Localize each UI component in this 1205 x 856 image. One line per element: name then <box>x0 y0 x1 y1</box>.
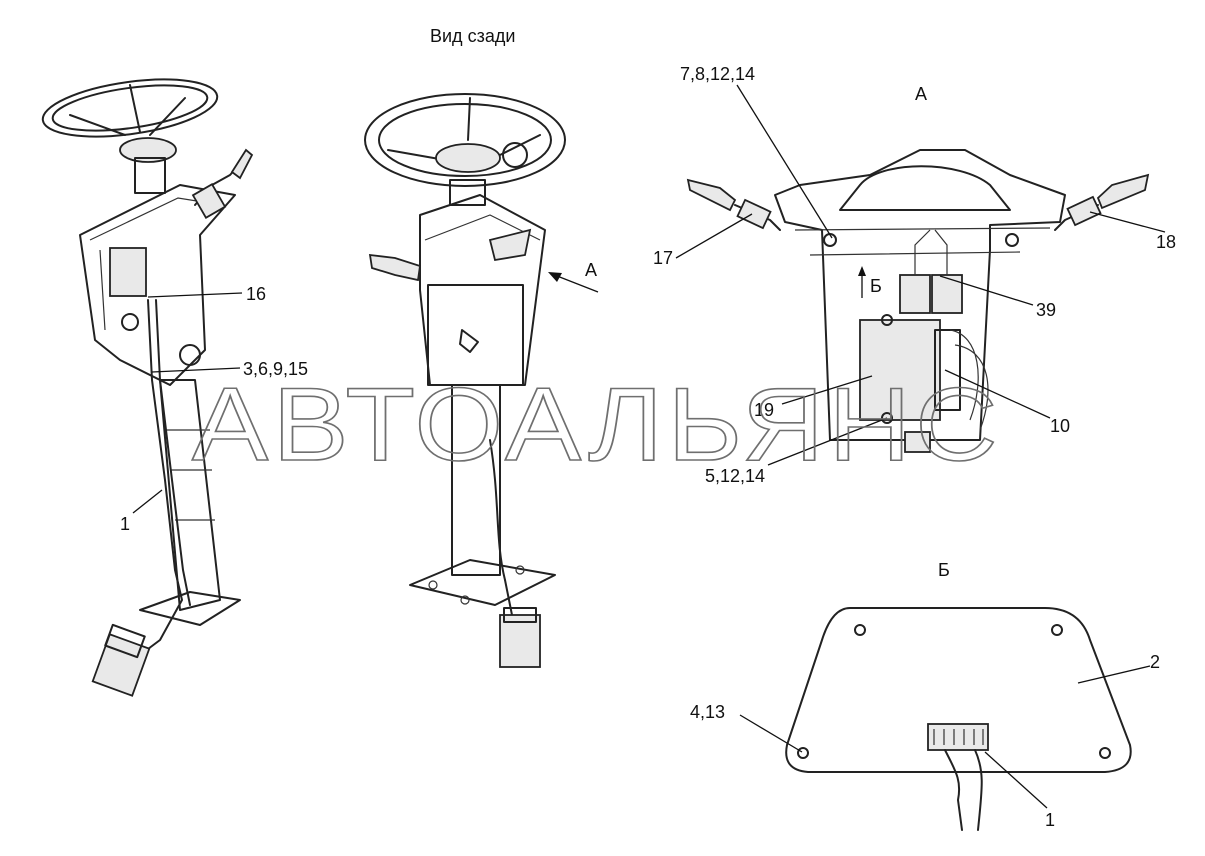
view-b-title: Б <box>938 560 950 580</box>
rear-view-title: Вид сзади <box>430 26 515 46</box>
watermark: АВТОАЛЬЯНС <box>192 367 1002 483</box>
callout-4-13: 4,13 <box>690 702 725 722</box>
callout-10: 10 <box>1050 416 1070 436</box>
view-b-arrow <box>858 266 866 298</box>
callout-3-6-9-15: 3,6,9,15 <box>243 359 308 379</box>
callout-7-8-12-14: 7,8,12,14 <box>680 64 755 84</box>
callout-39: 39 <box>1036 300 1056 320</box>
callout-5-12-14: 5,12,14 <box>705 466 765 486</box>
callout-19: 19 <box>754 400 774 420</box>
callout-1-left: 1 <box>120 514 130 534</box>
callout-2: 2 <box>1150 652 1160 672</box>
callout-18: 18 <box>1156 232 1176 252</box>
view-a-arrow-label: А <box>585 260 597 280</box>
view-a-arrow <box>548 272 599 293</box>
leader-lines <box>132 84 1166 809</box>
steering-column-rear-view <box>364 93 566 668</box>
view-b-arrow-label: Б <box>870 276 882 296</box>
view-a-assembly <box>686 149 1150 453</box>
callout-1-detail: 1 <box>1045 810 1055 830</box>
callout-17: 17 <box>653 248 673 268</box>
steering-column-side-view <box>41 78 254 697</box>
view-a-title: А <box>915 84 927 104</box>
view-b-panel <box>785 607 1132 831</box>
callout-16: 16 <box>246 284 266 304</box>
